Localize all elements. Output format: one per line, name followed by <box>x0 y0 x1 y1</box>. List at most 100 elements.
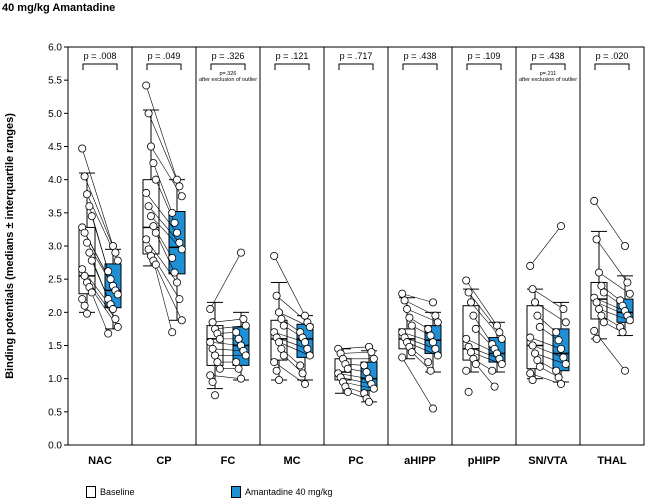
amantadine-point <box>625 289 634 298</box>
baseline-point <box>208 377 217 386</box>
baseline-point <box>272 291 281 300</box>
subject-connector <box>273 255 306 316</box>
subject-connector <box>534 302 566 323</box>
amantadine-point <box>298 369 307 378</box>
subject-connector <box>342 381 374 389</box>
panel-1 <box>131 46 197 446</box>
subject-connector <box>153 260 173 333</box>
y-tick-label: 1.0 <box>48 374 62 385</box>
baseline-point <box>535 322 544 331</box>
baseline-point <box>274 338 283 347</box>
amantadine-point <box>113 322 122 331</box>
panel-7 <box>515 46 581 446</box>
significance-bracket <box>402 63 438 70</box>
baseline-point <box>151 260 160 269</box>
baseline-point <box>206 338 215 347</box>
amantadine-point <box>300 311 309 320</box>
baseline-point <box>83 190 92 199</box>
subject-connector <box>340 351 372 354</box>
amantadine-point <box>492 321 501 330</box>
amantadine-point <box>241 351 250 360</box>
region-label: CP <box>156 455 171 467</box>
subject-connector <box>404 300 436 316</box>
baseline-point <box>210 391 219 400</box>
amantadine-point <box>488 366 497 375</box>
panel-5 <box>387 46 453 446</box>
amantadine-point <box>428 404 437 413</box>
amantadine-point <box>177 316 186 325</box>
amantadine-point <box>426 331 435 340</box>
p-value-label: p = .438 <box>532 51 565 61</box>
amantadine-point <box>364 397 373 406</box>
baseline-point <box>208 318 217 327</box>
amantadine-point <box>497 334 506 343</box>
y-tick-label: 3.5 <box>48 208 62 219</box>
amantadine-point <box>618 328 627 337</box>
amantadine-point <box>431 311 440 320</box>
amantadine-point <box>168 253 177 262</box>
significance-bracket <box>210 63 246 70</box>
amantadine-point <box>561 360 570 369</box>
amantadine-point <box>552 328 561 337</box>
amantadine-point <box>111 314 120 323</box>
legend-amantadine: Amantadine 40 mg/kg <box>231 486 333 498</box>
amantadine-point <box>428 338 437 347</box>
baseline-point <box>83 238 92 247</box>
baseline-point <box>279 351 288 360</box>
amantadine-point <box>554 336 563 345</box>
amantadine-point <box>239 314 248 323</box>
baseline-point <box>215 334 224 343</box>
region-label: SN/VTA <box>528 455 568 467</box>
baseline-point <box>469 311 478 320</box>
region-label: THAL <box>597 455 627 467</box>
baseline-point <box>533 356 542 365</box>
baseline-point <box>208 344 217 353</box>
baseline-point <box>87 212 96 221</box>
baseline-point <box>464 288 473 297</box>
subject-connector <box>532 288 564 310</box>
amantadine-point <box>490 382 499 391</box>
baseline-point <box>80 301 89 310</box>
amantadine-point <box>369 384 378 393</box>
subject-connector <box>532 345 564 358</box>
subject-connector <box>406 308 438 323</box>
subject-connector <box>210 341 242 346</box>
panel-0 <box>67 46 133 446</box>
baseline-point <box>80 172 89 181</box>
amantadine-point <box>623 278 632 287</box>
subject-connector <box>468 346 500 360</box>
p-value-label: p = .109 <box>468 51 501 61</box>
amantadine-point <box>104 329 113 338</box>
baseline-point <box>277 314 286 323</box>
baseline-point <box>149 222 158 231</box>
panel-8 <box>579 46 645 446</box>
baseline-point <box>597 281 606 290</box>
amantadine-point <box>241 321 250 330</box>
amantadine-point <box>170 218 179 227</box>
subject-connector <box>155 232 175 273</box>
amantadine-point <box>559 305 568 314</box>
subject-connector <box>465 280 498 326</box>
baseline-point <box>78 295 87 304</box>
subject-connector <box>145 85 178 180</box>
panel-4 <box>323 46 389 446</box>
significance-bracket <box>146 63 182 70</box>
legend-baseline-swatch <box>86 486 96 498</box>
subject-connector <box>283 355 303 374</box>
subject-connector <box>214 325 246 330</box>
baseline-point <box>144 202 153 211</box>
subject-connector <box>84 176 116 253</box>
baseline-point <box>142 188 151 197</box>
baseline-point <box>464 387 473 396</box>
subject-connector <box>402 331 434 343</box>
panel-2 <box>195 46 261 446</box>
amantadine-point <box>175 238 184 247</box>
amantadine-point <box>111 248 120 257</box>
baseline-point <box>151 175 160 184</box>
y-tick-label: 5.0 <box>48 109 62 120</box>
amantadine-point <box>552 366 561 375</box>
amantadine-point <box>303 344 312 353</box>
significance-bracket <box>466 63 502 70</box>
amantadine-point <box>431 344 440 353</box>
subject-connector <box>534 353 566 365</box>
